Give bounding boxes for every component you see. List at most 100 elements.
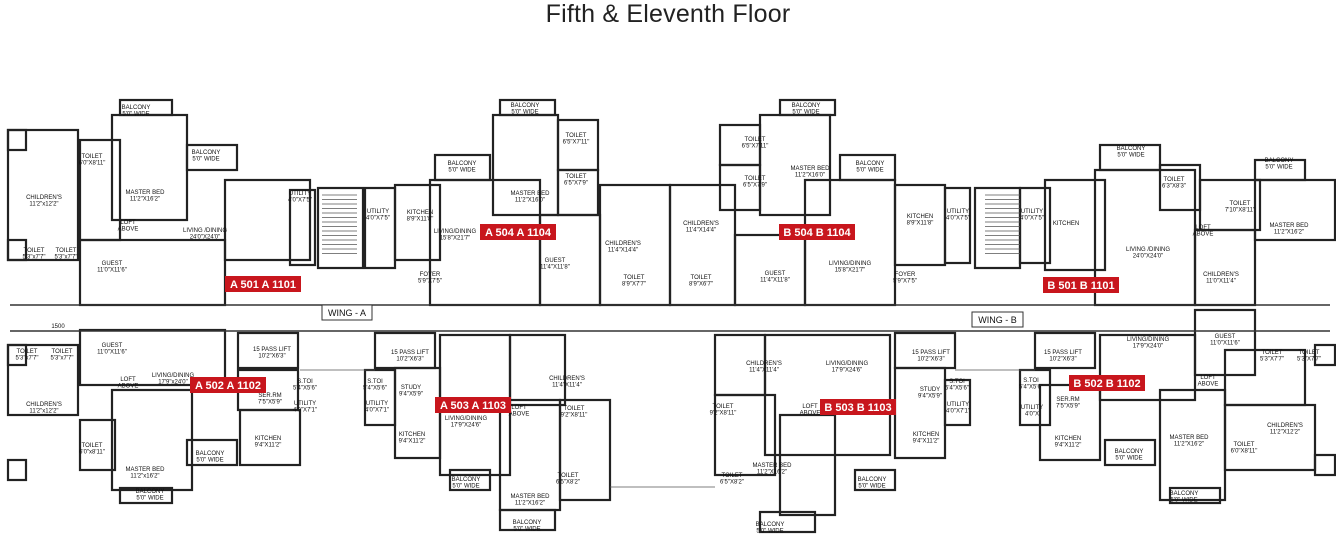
unit-tag[interactable]: B 501 B 1101 bbox=[1043, 277, 1119, 293]
room-name: UTILITY bbox=[1021, 405, 1043, 411]
room-name: KITCHEN bbox=[399, 432, 425, 438]
wall-outline bbox=[78, 328, 227, 387]
room-size: 5'0" WIDE bbox=[513, 527, 540, 533]
unit-tag[interactable]: A 503 A 1103 bbox=[435, 397, 511, 413]
room-size: 7'10"X8'11" bbox=[1225, 208, 1255, 214]
room-size: 7'5"X5'9" bbox=[1056, 404, 1080, 410]
wall-outline bbox=[713, 393, 777, 477]
room-name: TOILET bbox=[17, 349, 38, 355]
room-size: 4'0"X7'5" bbox=[946, 216, 970, 222]
room-name: UTILITY bbox=[1021, 209, 1043, 215]
wall-outline bbox=[1168, 486, 1222, 505]
room-name: 15 PASS LIFT bbox=[391, 350, 429, 356]
room-size: 11'2"X16'0" bbox=[515, 198, 545, 204]
wall-outline bbox=[1313, 343, 1336, 367]
room-name: MASTER BED bbox=[1169, 435, 1209, 441]
room-name: LIVING/DINING bbox=[434, 229, 477, 235]
unit-tags: A 501 A 1101 A 504 A 1104 B 504 B 1104 B 50… bbox=[190, 224, 1145, 415]
room-size: 5'0" WIDE bbox=[792, 110, 819, 116]
room-size: 6'5"X8'2" bbox=[720, 480, 744, 486]
room-size: 6'5"X7'11" bbox=[742, 144, 769, 150]
wall-outline bbox=[1103, 438, 1157, 467]
unit-tag[interactable]: A 502 A 1102 bbox=[190, 377, 266, 393]
wall-outline bbox=[288, 188, 317, 267]
room-name: S.TOI bbox=[367, 379, 383, 385]
room-name: 15 PASS LIFT bbox=[912, 350, 950, 356]
wall-outline bbox=[316, 186, 365, 270]
room-size: 5'0" WIDE bbox=[452, 484, 479, 490]
room-size: 6'5"X8'2" bbox=[556, 480, 580, 486]
room-name: GUEST bbox=[102, 343, 123, 349]
unit-tag[interactable]: A 501 A 1101 bbox=[225, 276, 301, 292]
wall-outline bbox=[763, 333, 892, 457]
room-label: KITCHEN bbox=[1053, 221, 1079, 227]
unit-tag[interactable]: A 504 A 1104 bbox=[480, 224, 556, 240]
wall-outline bbox=[508, 333, 567, 407]
room-name: BALCONY bbox=[192, 150, 221, 156]
room-size: 9'4"X11'2" bbox=[399, 439, 426, 445]
room-size: 5'0" WIDE bbox=[196, 458, 223, 464]
room-name: TOILET bbox=[1299, 350, 1320, 356]
room-size: 11'4"X11'4" bbox=[552, 383, 582, 389]
room-name: LIVING/DINING bbox=[826, 361, 869, 367]
wall-outline bbox=[6, 238, 28, 262]
room-size: 11'2"x16'2" bbox=[130, 474, 159, 480]
room-name: UTILITY bbox=[366, 401, 388, 407]
room-name: LIVING/DINING bbox=[829, 261, 872, 267]
room-size: 11'2"x12'2" bbox=[29, 409, 58, 415]
room-size: ABOVE bbox=[800, 411, 821, 417]
room-size: 6'5"X7'11" bbox=[563, 140, 590, 146]
room-name: BALCONY bbox=[792, 103, 821, 109]
room-name: BALCONY bbox=[196, 451, 225, 457]
room-size: 10'2"X6'3" bbox=[258, 354, 285, 360]
room-name: LOFT bbox=[1200, 375, 1216, 381]
wall-outline bbox=[236, 331, 300, 370]
unit-tag[interactable]: B 502 B 1102 bbox=[1069, 375, 1145, 391]
room-size: 11'2"X16'0" bbox=[795, 173, 825, 179]
room-name: STUDY bbox=[920, 387, 940, 393]
room-name: BALCONY bbox=[1117, 146, 1146, 152]
svg-text:B 502 B 1102: B 502 B 1102 bbox=[1073, 378, 1140, 390]
room-size: 10'2"X6'3" bbox=[396, 357, 423, 363]
wall-outline bbox=[6, 128, 28, 152]
room-name: FOYER bbox=[420, 272, 441, 278]
room-size: ABOVE bbox=[118, 227, 139, 233]
room-name: LOFT bbox=[802, 404, 818, 410]
room-name: LIVING/DINING bbox=[152, 373, 195, 379]
room-size: 8'9"X7'7" bbox=[622, 282, 646, 288]
unit-tag[interactable]: B 503 B 1103 bbox=[820, 399, 896, 415]
room-size: 6'0"x8'11" bbox=[79, 450, 105, 456]
room-name: UTILITY bbox=[947, 402, 969, 408]
wing-label: WING - B bbox=[971, 311, 1024, 328]
wall-outline bbox=[6, 128, 80, 262]
room-name: CHILDREN'S bbox=[1267, 423, 1303, 429]
wall-outline bbox=[498, 508, 557, 532]
room-size: 5'0" WIDE bbox=[448, 168, 475, 174]
room-name: TOILET bbox=[564, 406, 585, 412]
unit-tag[interactable]: B 504 B 1104 bbox=[779, 224, 855, 240]
room-size: 15'8"X21'7" bbox=[835, 268, 866, 274]
svg-text:A 503 A 1103: A 503 A 1103 bbox=[440, 400, 506, 412]
